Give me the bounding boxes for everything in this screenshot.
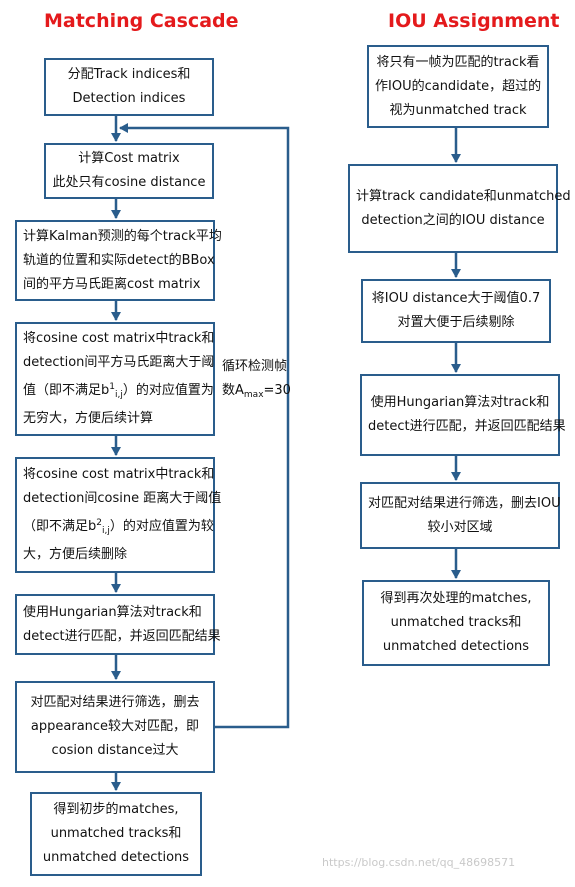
step-line: 计算Cost matrix [78,151,180,166]
step-line: 得到再次处理的matches, [380,591,532,606]
step-line: unmatched detections [382,639,530,654]
left-arrows [111,115,290,791]
step-line: cosion distance过大 [51,743,179,758]
step-line: 对匹配对结果进行筛选，删去 [30,695,200,710]
step-line: 使用Hungarian算法对track和 [23,604,202,620]
step-line: 此处只有cosine distance [52,175,206,190]
left-step-1: 分配Track indices和 Detection indices [44,58,214,116]
left-step-4: 将cosine cost matrix中track和 detection间平方马… [15,322,215,436]
loop-text: 数A [222,383,244,398]
left-title: Matching Cascade [44,10,239,32]
step-line: 视为unmatched track [389,102,527,118]
loop-back-arrow [119,123,290,729]
subscript: i,j [115,390,123,400]
step-line: unmatched tracks和 [390,615,522,630]
subscript: max [243,390,264,400]
step-text: 值（即不满足b [23,383,110,398]
left-step-7: 对匹配对结果进行筛选，删去 appearance较大对匹配，即 cosion d… [15,681,215,773]
step-line: 作IOU的candidate，超过的 [375,78,542,94]
subscript: i,j [102,526,110,536]
superscript: 1 [109,382,115,392]
right-step-4: 使用Hungarian算法对track和 detect进行匹配，并返回匹配结果 [360,374,566,456]
step-line: 分配Track indices和 [67,67,191,82]
step-text: （即不满足b [23,519,97,534]
right-step-1: 将只有一帧为匹配的track看 作IOU的candidate，超过的 视为unm… [367,45,549,128]
step-line: 计算track candidate和unmatched [356,188,571,204]
left-step-6: 使用Hungarian算法对track和 detect进行匹配，并返回匹配结果 [15,594,221,655]
step-line: 得到初步的matches, [53,802,179,817]
step-line: 对匹配对结果进行筛选，删去IOU [368,495,561,511]
step-line: detection间平方马氏距离大于阈 [23,355,215,370]
step-line: 使用Hungarian算法对track和 [370,395,550,410]
step-line: 无穷大，方便后续计算 [23,411,154,426]
step-line: detect进行匹配，并返回匹配结果 [368,419,566,434]
step-line: detect进行匹配，并返回匹配结果 [23,628,221,644]
step-line: appearance较大对匹配，即 [30,719,200,734]
step-line: Detection indices [72,91,186,106]
superscript: 2 [96,518,102,528]
left-step-3: 计算Kalman预测的每个track平均 轨道的位置和实际detect的BBox… [15,220,222,301]
right-step-2: 计算track candidate和unmatched detection之间的… [348,164,571,253]
right-step-6: 得到再次处理的matches, unmatched tracks和 unmatc… [362,580,550,666]
right-step-3: 将IOU distance大于阈值0.7 对置大便于后续剔除 [361,279,551,343]
loop-text: =30 [263,383,291,398]
step-line: 将cosine cost matrix中track和 [23,467,215,482]
left-step-5: 将cosine cost matrix中track和 detection间cos… [15,457,222,573]
step-line: （即不满足b2i,j）的对应值置为较 [23,511,214,543]
step-text: ）的对应值置为较 [109,519,214,534]
step-line: 轨道的位置和实际detect的BBox [23,252,215,268]
step-line: 将cosine cost matrix中track和 [23,331,215,346]
step-line: 对置大便于后续剔除 [397,315,515,330]
step-line: detection间cosine 距离大于阈值 [23,491,222,506]
step-line: 计算Kalman预测的每个track平均 [23,228,222,244]
loop-label-line2: 数Amax=30 [222,379,291,407]
step-line: 较小对区域 [427,519,493,535]
step-line: 大，方便后续删除 [23,547,128,562]
step-line: unmatched detections [42,850,190,865]
left-step-8: 得到初步的matches, unmatched tracks和 unmatche… [30,792,202,876]
watermark: https://blog.csdn.net/qq_48698571 [322,856,516,869]
step-line: unmatched tracks和 [50,826,182,841]
loop-label: 循环检测帧 数Amax=30 [222,355,291,407]
left-step-2: 计算Cost matrix 此处只有cosine distance [44,143,214,199]
loop-label-line1: 循环检测帧 [222,359,288,374]
step-line: 值（即不满足b1i,j）的对应值置为 [23,375,214,407]
step-line: 将IOU distance大于阈值0.7 [371,291,541,306]
step-line: 将只有一帧为匹配的track看 [376,54,540,70]
step-line: 间的平方马氏距离cost matrix [23,276,201,292]
step-line: detection之间的IOU distance [361,212,545,228]
right-title: IOU Assignment [388,10,560,32]
step-text: ）的对应值置为 [122,383,214,398]
right-step-5: 对匹配对结果进行筛选，删去IOU 较小对区域 [360,482,561,549]
